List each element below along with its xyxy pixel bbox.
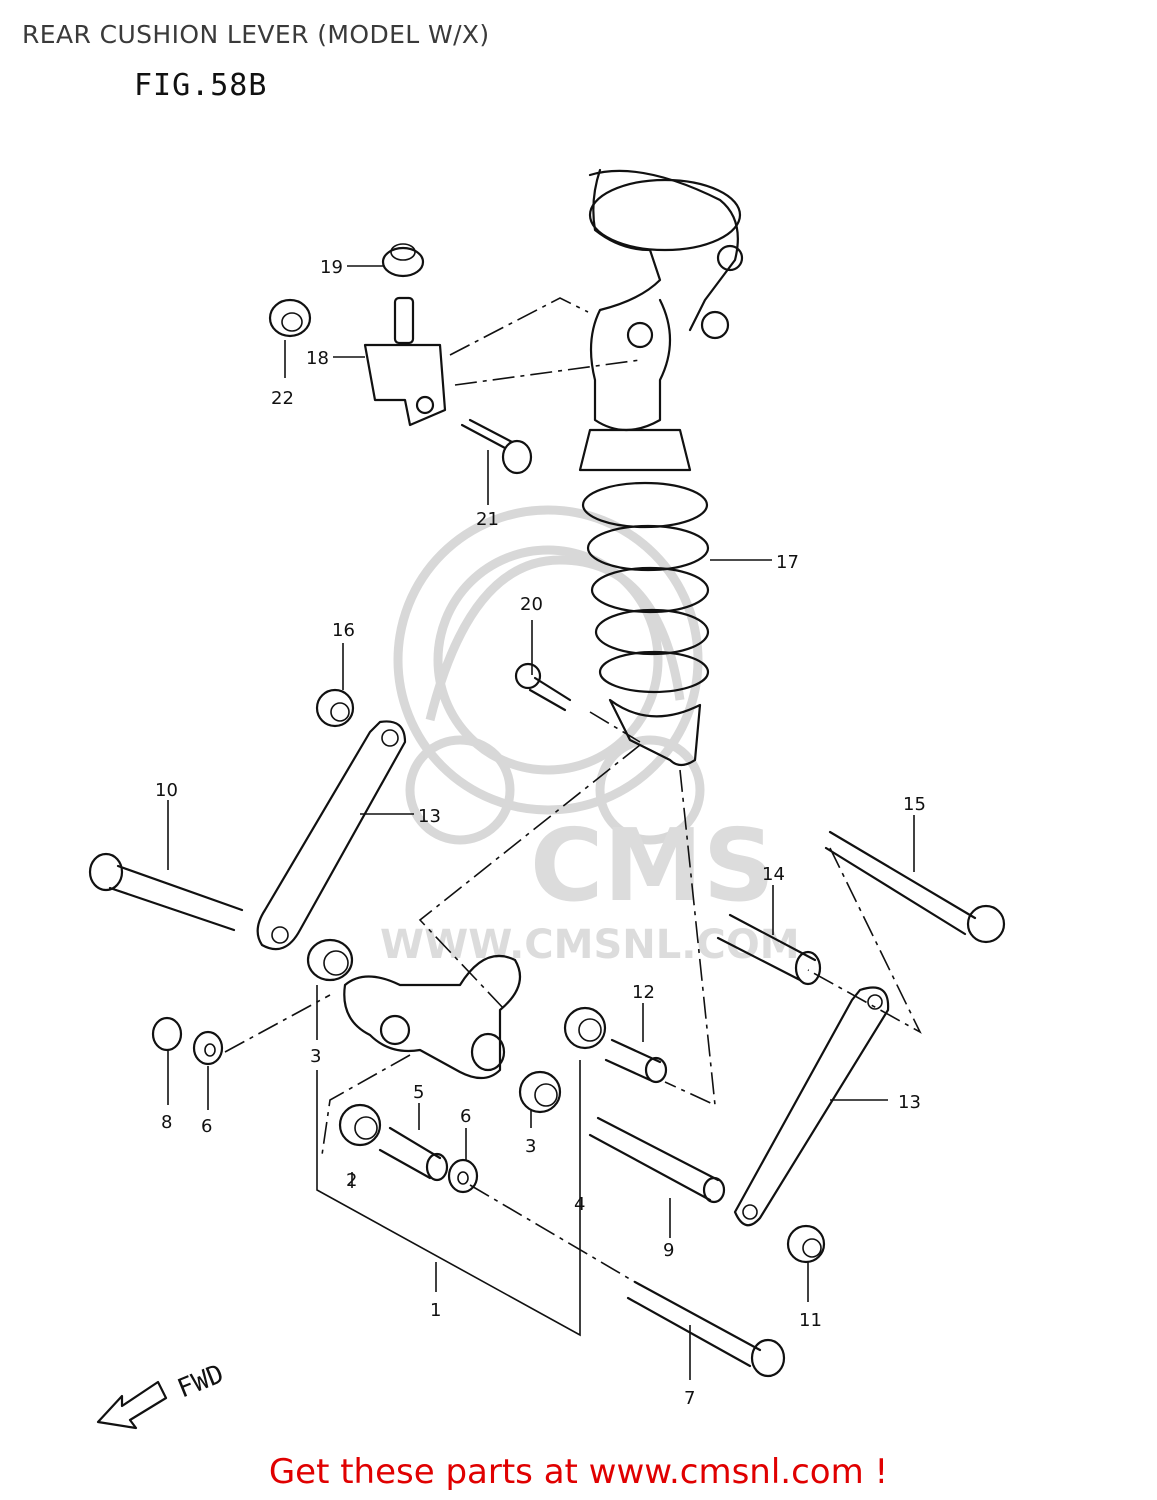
fwd-label: FWD [173,1359,228,1404]
figure-number: FIG.58B [134,68,268,103]
callout-10: 10 [155,780,178,801]
callout-21: 21 [476,509,499,530]
callout-3b: 3 [525,1136,536,1157]
part-13-upper-link [256,720,407,951]
callout-4: 4 [574,1194,585,1215]
callout-6b: 6 [460,1106,471,1127]
callout-2: 2 [346,1170,357,1191]
callout-20: 20 [520,594,543,615]
callout-labels: 1 2 3 3 4 5 6 6 7 8 9 10 11 12 13 13 14 … [155,257,926,1409]
callout-8: 8 [161,1112,172,1133]
callout-19: 19 [320,257,343,278]
callout-16: 16 [332,620,355,641]
cmsnl-promo-link[interactable]: Get these parts at www.cmsnl.com ! [268,1452,889,1492]
page-title: REAR CUSHION LEVER (MODEL W/X) [22,20,490,49]
shock-absorber [578,168,744,767]
part-10-bolt [88,852,244,932]
callout-15: 15 [903,794,926,815]
watermark-brand: CMS [530,807,775,924]
bushing-parts [151,938,826,1378]
callout-1: 1 [430,1300,441,1321]
callout-7: 7 [684,1388,695,1409]
callout-11: 11 [799,1310,822,1331]
part-13-lower-link [733,986,890,1227]
callout-17: 17 [776,552,799,573]
part-18-clevis [363,296,447,427]
part-22-nut [268,298,312,338]
forward-direction-indicator: FWD [96,1359,228,1430]
callout-22: 22 [271,388,294,409]
callout-18: 18 [306,348,329,369]
leader-lines [167,265,922,1380]
callout-14: 14 [762,864,785,885]
watermark-logo: CMS WWW.CMSNL.COM [380,505,800,968]
part-16-nut [315,688,355,728]
callout-12: 12 [632,982,655,1003]
part-1-cushion-lever [343,954,522,1080]
callout-3a: 3 [310,1046,321,1067]
part-20-bolt [514,662,572,712]
callout-9: 9 [663,1240,674,1261]
forward-arrow-icon [96,1380,168,1430]
callout-6a: 6 [201,1116,212,1137]
part-14-sleeve [716,913,822,986]
part-19-nut [381,243,425,278]
part-15-bolt [824,830,1006,944]
callout-13b: 13 [898,1092,921,1113]
part-21-bolt [460,418,533,475]
callout-13a: 13 [418,806,441,827]
callout-5: 5 [413,1082,424,1103]
